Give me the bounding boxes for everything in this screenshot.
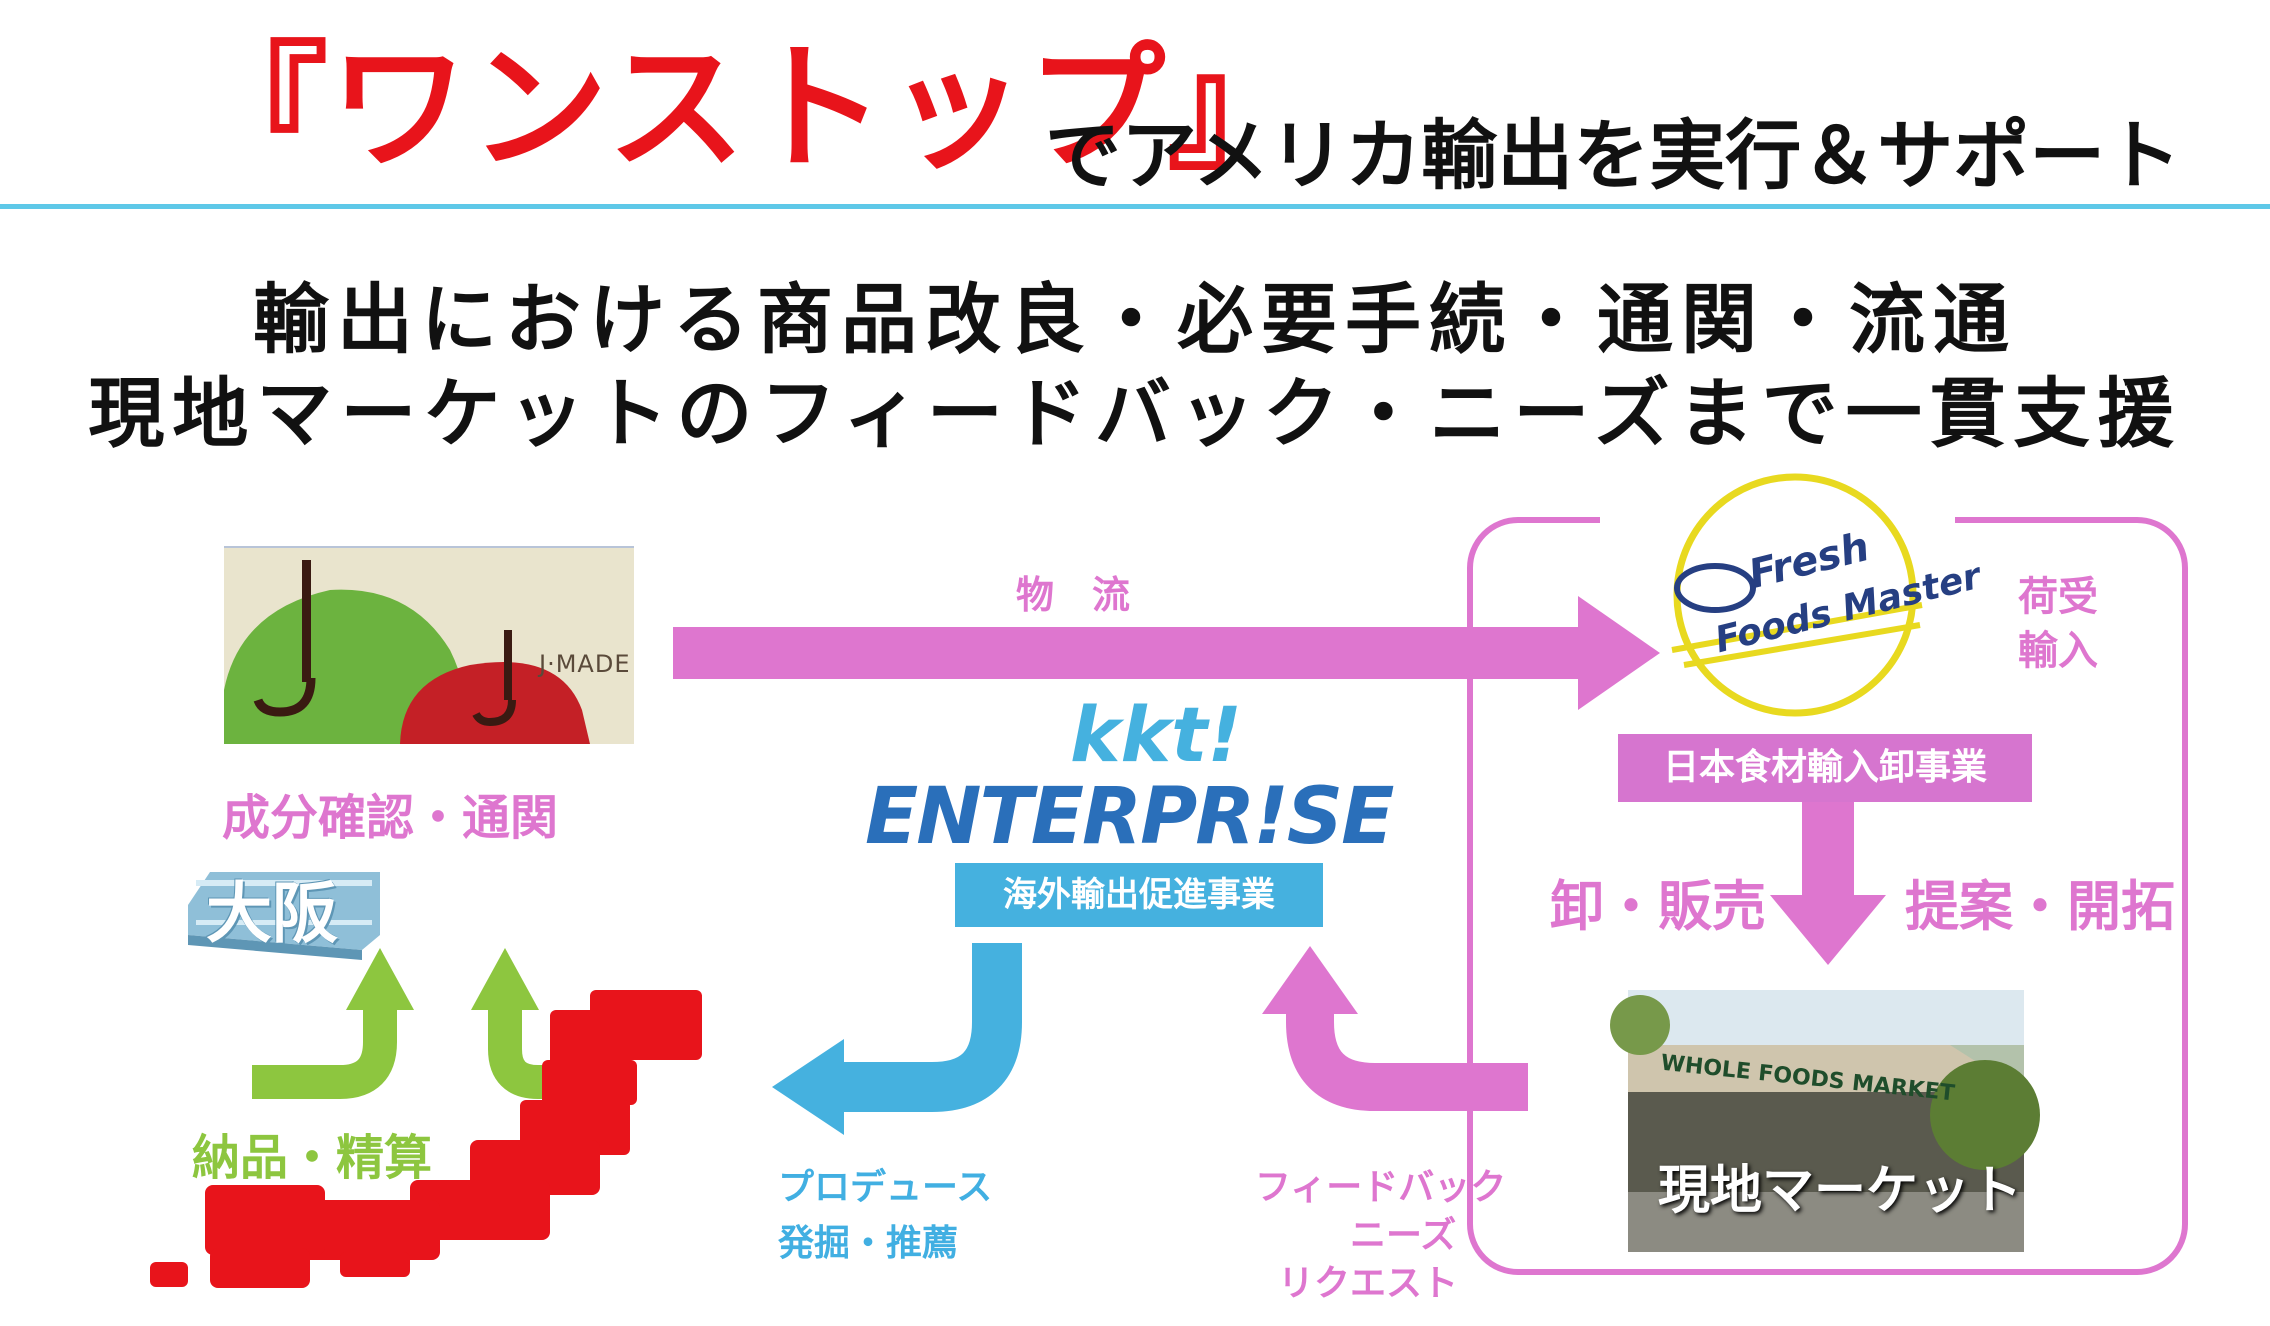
jmade-logo-text: J·MADE [539,650,631,678]
logistics-arrow [673,596,1660,710]
feedback-label-1: フィードバック [1255,1167,1507,1208]
logistics-label: 物 流 [1016,573,1131,617]
produce-arrow [772,943,1022,1135]
delivery-arrows [252,948,542,1099]
receive-label-2: 輸入 [2018,628,2098,674]
market-photo [1610,990,2040,1252]
ingredient-check-label: 成分確認・通関 [222,790,559,846]
subtitle-line-2: 現地マーケットのフィードバック・ニーズまで一貫支援 [88,369,2182,458]
feedback-arrow [1262,946,1528,1111]
receive-label-1: 荷受 [2018,574,2098,620]
wholesale-down-arrow [1770,795,1886,965]
jmade-logo [224,546,634,744]
osaka-building-icon [188,872,380,960]
header-rule [0,204,2270,209]
import-business-badge: 日本食材輸入卸事業 [1618,734,2032,802]
produce-label-1: プロデュース [778,1167,993,1208]
wholesale-label: 卸・販売 [1550,875,1766,938]
title-rest: でアメリカ輸出を実行＆サポート [1045,111,2182,200]
produce-label-2: 発掘・推薦 [778,1223,959,1264]
overseas-export-business-badge: 海外輸出促進事業 [955,863,1323,927]
title-highlight: 『ワンストップ』 [190,28,1308,189]
osaka-label: 大阪 [206,875,338,952]
subtitle-line-1: 輸出における商品改良・必要手続・通関・流通 [253,275,2017,364]
enterprise-logo-text: ENTERPR!SE [865,772,1394,862]
proposal-label: 提案・開拓 [1905,875,2175,938]
ffm-logo [1671,473,1923,717]
local-market-label: 現地マーケット [1658,1161,2023,1221]
feedback-label-2: ニーズ [1350,1215,1457,1256]
japan-map-icon [150,990,702,1288]
kkt-logo-text: kkt! [1070,690,1243,779]
feedback-label-3: リクエスト [1278,1263,1459,1304]
delivery-settlement-label: 納品・精算 [192,1130,433,1186]
